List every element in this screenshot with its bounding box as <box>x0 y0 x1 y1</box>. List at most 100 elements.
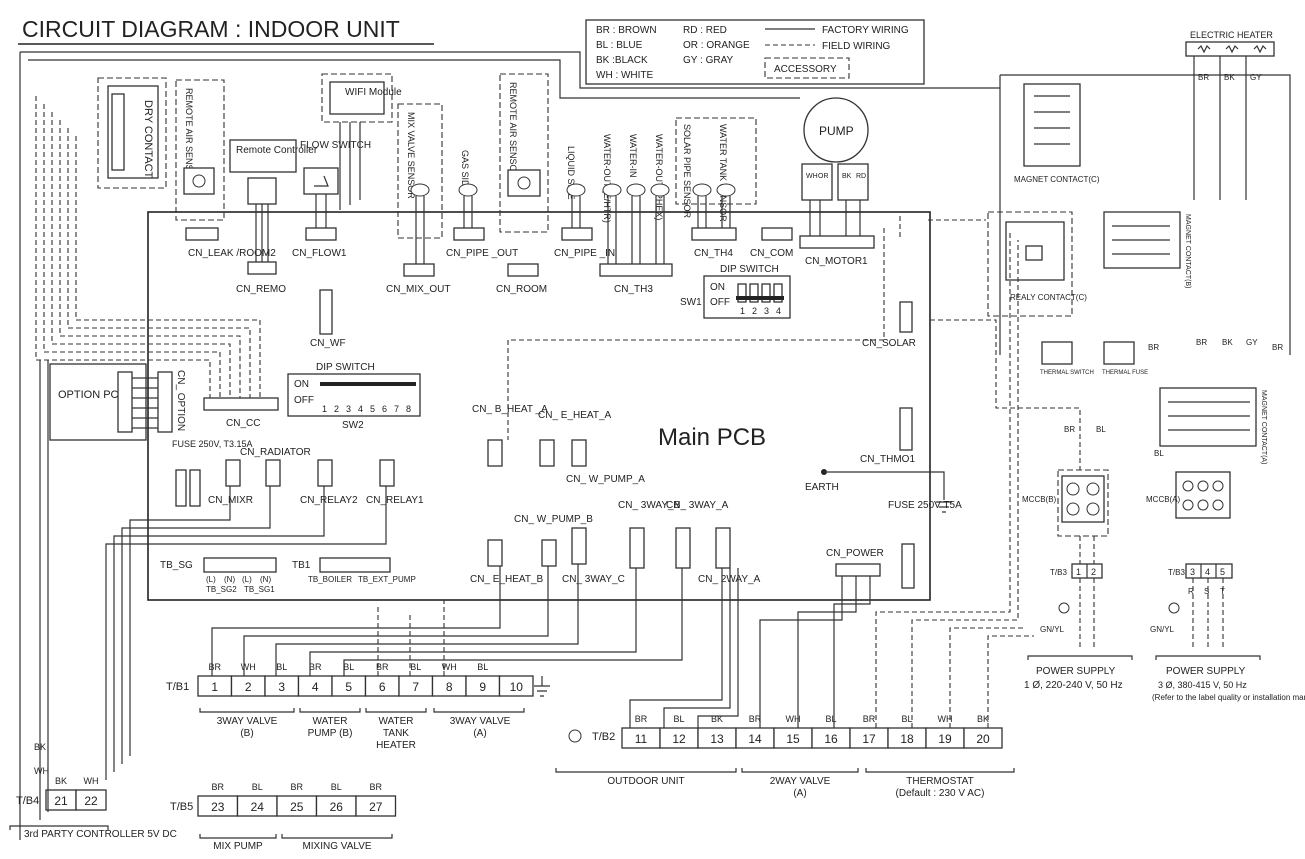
connector-cn-relay1: CN_RELAY1 <box>366 495 424 506</box>
remote-air-sensor-1: REMOTE AIR SENSOR CN_LEAK /ROOM2 <box>175 79 276 259</box>
group-bracket <box>199 708 295 713</box>
terminal-cell <box>498 675 534 697</box>
wire-tag: RD <box>856 173 866 180</box>
connector-cn-motor1: CN_MOTOR1 <box>805 256 868 267</box>
liquid-side-sensor: LIQUID SIDE CN_PIPE _IN <box>554 146 615 259</box>
wire-tag: BR <box>635 714 648 724</box>
remote-air-sensor-2: REMOTE AIR SENSOR CN_ROOM <box>496 73 549 295</box>
dip-sw2-pos: 1 <box>322 404 327 414</box>
wire-tag: BR <box>309 662 322 672</box>
terminal-number: 21 <box>54 794 68 808</box>
tb4-group-label: 3rd PARTY CONTROLLER 5V DC <box>24 829 177 840</box>
magnet-contact-b: MAGNET CONTACT(B) <box>1103 211 1191 288</box>
remote-air-sensor-label: REMOTE AIR SENSOR <box>184 88 194 185</box>
earth-label: EARTH <box>805 482 839 493</box>
wire-tag: BL <box>331 782 342 792</box>
terminal-block-tb2: T/B2 11BR12BL13BK14BR15WH16BL17BR18BL19W… <box>555 714 1015 799</box>
group-label: (A) <box>793 788 806 799</box>
connector-cn-flow1: CN_FLOW1 <box>292 248 347 259</box>
dip-sw2-title: DIP SWITCH <box>316 362 375 373</box>
wire-tag: BK <box>1222 338 1233 347</box>
electric-heater: ELECTRIC HEATER BR BK GY <box>1185 30 1275 200</box>
terminal-number: 19 <box>938 732 952 746</box>
dip-sw1-name: SW1 <box>680 297 702 308</box>
terminal-block-tb4: T/B4 BK WH 3rd PARTY CONTROLLER 5V DC 21… <box>9 742 177 840</box>
magnet-contact-a-label: MAGNET CONTACT(A) <box>1260 390 1267 464</box>
wire-tag: BR <box>369 782 382 792</box>
dip-sw2-on: ON <box>294 379 309 390</box>
electric-heater-label: ELECTRIC HEATER <box>1190 30 1273 40</box>
group-label: THERMOSTAT <box>906 776 973 787</box>
ground-icon <box>534 676 550 697</box>
dip-switch-sw1[interactable]: DIP SWITCH ON OFF 1 2 3 4 SW1 <box>680 264 791 319</box>
connector-cn-leak: CN_LEAK /ROOM2 <box>188 248 276 259</box>
group-label: MIX PUMP <box>213 841 263 852</box>
terminal: 3 <box>1190 567 1195 577</box>
terminal-number: 24 <box>251 800 265 814</box>
tb1-label: T/B1 <box>166 681 189 693</box>
gas-side-sensor: GAS SIDE CN_PIPE _OUT <box>446 150 518 259</box>
group-label: TANK <box>383 728 409 739</box>
group-label: 3WAY VALVE <box>217 716 278 727</box>
wire-tag: BR <box>290 782 303 792</box>
wire-tag: BL <box>1154 449 1164 458</box>
terminal-number: 3 <box>278 680 285 694</box>
dip-sw2-pos: 5 <box>370 404 375 414</box>
terminal-number: 9 <box>479 680 486 694</box>
dip-sw1-pos: 1 <box>740 306 745 316</box>
connector-b-heat-a: CN_ B_HEAT _A <box>472 404 548 415</box>
connector-cn-room: CN_ROOM <box>496 284 547 295</box>
wire-tag: WH <box>241 662 256 672</box>
group-label: PUMP (B) <box>308 728 353 739</box>
wire-tag: BL <box>410 662 421 672</box>
legend: BR : BROWN BL : BLUE BK :BLACK WH : WHIT… <box>585 19 925 85</box>
dip-sw1-pos: 2 <box>752 306 757 316</box>
thermal-fuse-label: THERMAL FUSE <box>1102 370 1148 376</box>
mccb-a-label: MCCB(A) <box>1146 495 1181 504</box>
dip-sw1-off: OFF <box>710 297 730 308</box>
mix-valve-sensor: MIX VALVE SENSOR CN_MIX_OUT <box>386 103 450 295</box>
terminal-cell <box>963 727 1003 749</box>
magnet-contact-c: MAGNET CONTACT(C) <box>1014 83 1100 184</box>
remote-air-sensor-2-label: REMOTE AIR SENSOR <box>508 82 518 179</box>
terminal-cell <box>355 795 397 817</box>
connector-e-heat-b: CN_ E_HEAT_B <box>470 574 544 585</box>
terminal-number: 17 <box>862 732 876 746</box>
legend-color: WH : WHITE <box>596 70 654 81</box>
wire-tag: BR <box>1198 73 1209 82</box>
remote-controller: Remote Controller CN_REMO <box>229 139 318 295</box>
group-label: (A) <box>473 728 486 739</box>
power-supply-3-note: (Refer to the label quality or installat… <box>1152 693 1305 702</box>
connector-cn-pipe-in: CN_PIPE _IN <box>554 248 615 259</box>
dip-sw1-pos: 4 <box>776 306 781 316</box>
wire-tag: BL <box>477 662 488 672</box>
dip-sw2-pos: 3 <box>346 404 351 414</box>
tb-sg-label: TB_SG <box>160 560 193 571</box>
connector-cn-cc: CN_CC <box>226 418 260 429</box>
connector-cn-radiator: CN_RADIATOR <box>240 447 311 458</box>
main-pcb <box>147 211 931 601</box>
power-supply-3-title: POWER SUPPLY <box>1166 666 1246 677</box>
connector-cn-remo: CN_REMO <box>236 284 286 295</box>
connector-cn-wf: CN_WF <box>310 338 346 349</box>
connector-cn-power: CN_POWER <box>826 548 884 559</box>
terminal-number: 20 <box>976 732 990 746</box>
dip-switch-sw2[interactable]: DIP SWITCH ON OFF 1 2 3 4 5 6 7 8 SW2 <box>287 362 421 431</box>
option-pcb-label: OPTION PCB <box>58 389 126 401</box>
terminal-number: 2 <box>245 680 252 694</box>
group-label: 2WAY VALVE <box>770 776 831 787</box>
tb-sg-sub: (N) <box>260 575 271 584</box>
connector-e-heat-a: CN_ E_HEAT_A <box>538 410 612 421</box>
gas-side-label: GAS SIDE <box>460 150 470 193</box>
flow-switch-label: FLOW SWITCH <box>300 140 371 151</box>
tb1-name: TB_EXT_PUMP <box>358 575 416 584</box>
thermal-switch-label: THERMAL SWITCH <box>1040 370 1094 376</box>
terminal-number: 5 <box>345 680 352 694</box>
ground-label: GN/YL <box>1040 625 1065 634</box>
connector-cn-solar: CN_SOLAR <box>862 338 916 349</box>
mccb-b-label: MCCB(B) <box>1022 495 1057 504</box>
legend-color: BR : BROWN <box>596 25 657 36</box>
